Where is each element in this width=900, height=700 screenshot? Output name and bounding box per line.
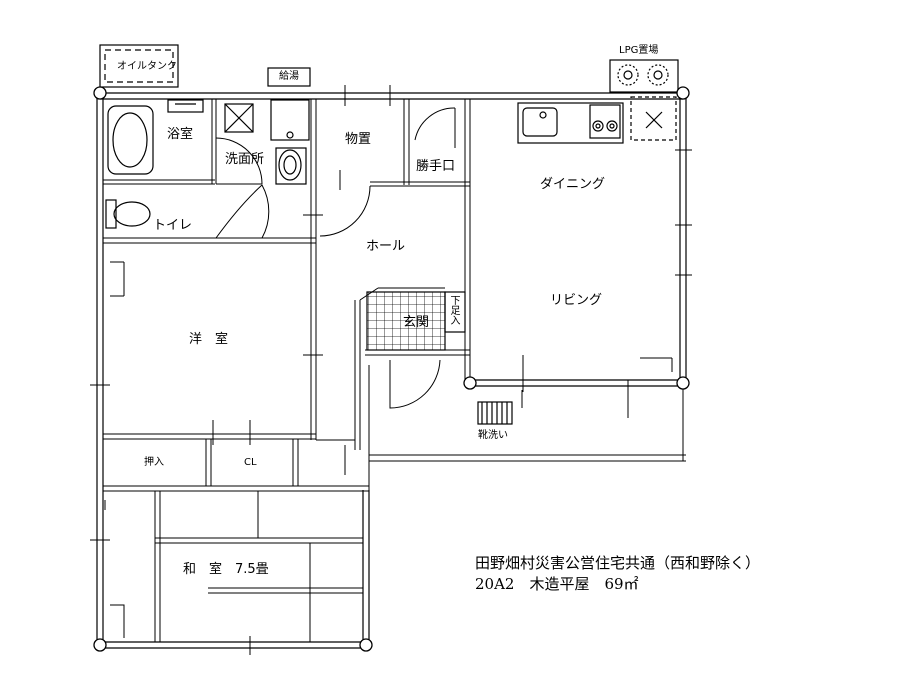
entrance-tile-floor xyxy=(366,291,446,351)
tatami-mats xyxy=(154,490,364,643)
oil-tank-label: オイルタンク xyxy=(117,61,177,72)
room-dining: ダイニング xyxy=(540,177,606,192)
kitchen-counter xyxy=(517,102,624,144)
oil-tank-box xyxy=(99,44,179,88)
room-western: 洋 室 xyxy=(189,332,229,347)
shoe-washing-label: 靴洗い xyxy=(478,430,508,441)
room-service-entrance: 勝手口 xyxy=(416,159,456,174)
water-heater-box xyxy=(267,67,311,87)
toilet-icon xyxy=(105,199,151,229)
room-toilet: トイレ xyxy=(153,218,193,233)
caption-line-1: 田野畑村災害公営住宅共通（西和野除く） xyxy=(475,554,761,572)
shoe-cabinet xyxy=(444,291,466,333)
washbasin-icon xyxy=(270,99,310,185)
bathtub-icon xyxy=(107,99,204,175)
refrigerator-x xyxy=(645,111,663,129)
shoe-washing-icon xyxy=(477,401,513,425)
room-washroom: 洗面所 xyxy=(225,152,265,167)
room-oshiire: 押入 xyxy=(144,457,164,468)
shoe-storage-label: 下足入 xyxy=(448,295,459,325)
window-ticks xyxy=(90,85,692,655)
lpg-cylinders-icon xyxy=(609,59,679,93)
corner-marks xyxy=(110,261,673,638)
lpg-storage-label: LPG置場 xyxy=(619,45,659,56)
interior-walls xyxy=(103,99,686,492)
room-closet: CL xyxy=(244,457,257,468)
washing-machine-icon xyxy=(224,103,254,133)
column-posts xyxy=(93,86,690,652)
refrigerator-icon xyxy=(630,96,677,141)
water-heater-label: 給湯 xyxy=(279,71,299,82)
room-hall: ホール xyxy=(366,239,406,254)
room-living: リビング xyxy=(550,293,603,308)
room-bathroom: 浴室 xyxy=(167,127,194,142)
room-japanese: 和 室 7.5畳 xyxy=(183,562,269,577)
room-entrance: 玄関 xyxy=(403,315,430,330)
door-swings xyxy=(215,107,456,409)
room-storage: 物置 xyxy=(345,132,372,147)
caption-line-2: 20A2 木造平屋 69㎡ xyxy=(475,575,639,593)
